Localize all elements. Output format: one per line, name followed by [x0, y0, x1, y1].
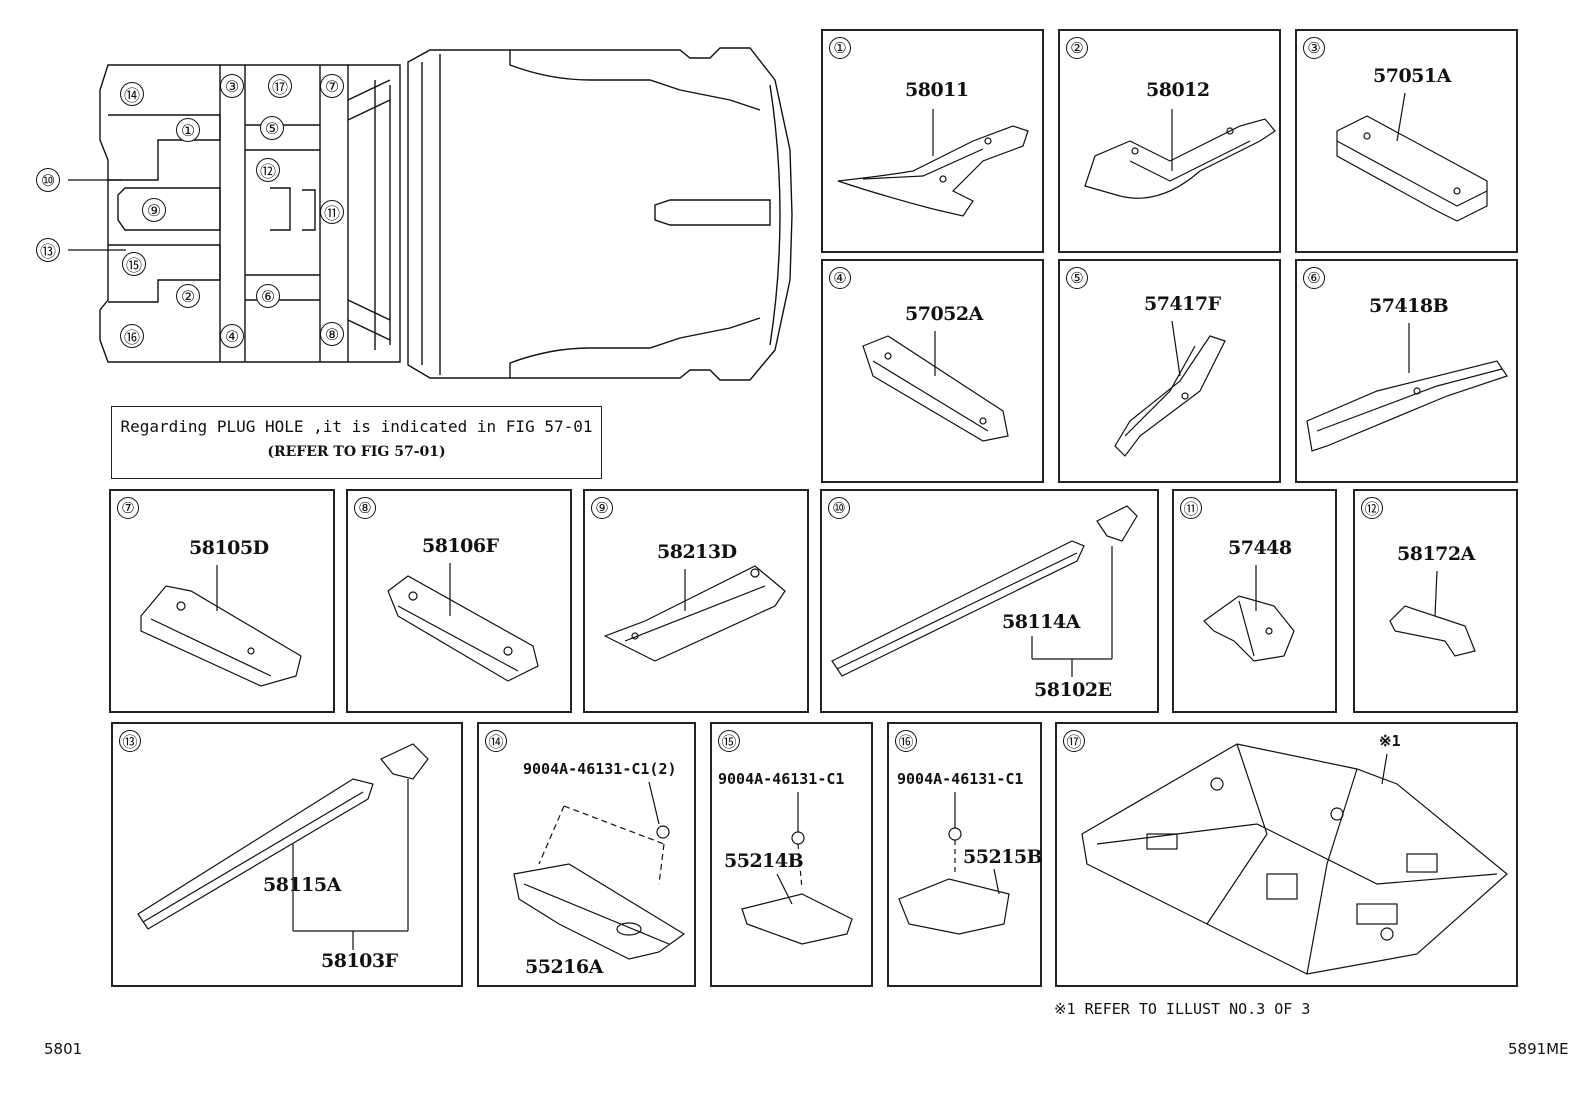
panel-3[interactable]: ③ 57051A — [1295, 29, 1518, 253]
panel-13[interactable]: ⑬ 58115A 58103F — [111, 722, 463, 987]
panel-5[interactable]: ⑤ 57417F — [1058, 259, 1281, 483]
part-number-57051A[interactable]: 57051A — [1373, 65, 1451, 87]
part-drawing — [741, 792, 853, 945]
panel-16[interactable]: ⑯ 9004A-46131-C1 55215B — [887, 722, 1043, 987]
footnote: ※1 REFER TO ILLUST NO.3 OF 3 — [1054, 1000, 1311, 1018]
part-number-57448[interactable]: 57448 — [1228, 537, 1292, 559]
part-number-58102E[interactable]: 58102E — [1034, 679, 1112, 701]
callout-2[interactable]: ② — [176, 284, 200, 308]
part-number-55214B[interactable]: 55214B — [724, 850, 804, 872]
panel-number: ③ — [1303, 37, 1325, 59]
callout-12[interactable]: ⑫ — [256, 158, 280, 182]
panel-8[interactable]: ⑧ 58106F — [346, 489, 572, 713]
callout-15[interactable]: ⑮ — [122, 252, 146, 276]
part-number-58114A[interactable]: 58114A — [1002, 611, 1080, 633]
callout-13[interactable]: ⑬ — [36, 238, 60, 262]
panel-15[interactable]: ⑮ 9004A-46131-C1 55214B — [710, 722, 873, 987]
callout-14[interactable]: ⑭ — [120, 82, 144, 106]
panel-number: ⑫ — [1361, 497, 1383, 519]
part-number-9004A-46131-C1[interactable]: 9004A-46131-C1 — [718, 770, 845, 788]
overview-diagram: ⑭ ③ ⑰ ⑦ ① ⑤ ⑩ ⑫ ⑨ ⑪ ⑬ ⑮ ② ⑥ ⑯ ④ ⑧ — [30, 40, 810, 390]
panel-17[interactable]: ⑰ ※1 — [1055, 722, 1518, 987]
note-line-2[interactable]: (REFER TO FIG 57-01) — [267, 444, 446, 460]
part-drawing — [1389, 570, 1476, 657]
panel-number: ⑰ — [1063, 730, 1085, 752]
part-drawing — [831, 505, 1138, 677]
callout-9[interactable]: ⑨ — [142, 198, 166, 222]
callout-1[interactable]: ① — [176, 118, 200, 142]
panel-number: ⑭ — [485, 730, 507, 752]
callout-4[interactable]: ④ — [220, 324, 244, 348]
page-code-right: 5891ME — [1508, 1040, 1569, 1058]
panel-number: ⑧ — [354, 497, 376, 519]
page-code-left: 5801 — [44, 1040, 83, 1058]
panel-number: ⑦ — [117, 497, 139, 519]
part-number-55215B[interactable]: 55215B — [963, 846, 1043, 868]
overview-drawing — [68, 47, 793, 381]
panel-number: ⑥ — [1303, 267, 1325, 289]
part-drawing — [603, 565, 786, 662]
panel-number: ⑬ — [119, 730, 141, 752]
panel-10[interactable]: ⑩ 58114A 58102E — [820, 489, 1159, 713]
part-number-58106F[interactable]: 58106F — [422, 535, 499, 557]
part-drawing — [1336, 92, 1488, 222]
callout-16[interactable]: ⑯ — [120, 324, 144, 348]
part-number-58012[interactable]: 58012 — [1146, 79, 1210, 101]
callout-11[interactable]: ⑪ — [320, 200, 344, 224]
part-number-58172A[interactable]: 58172A — [1397, 543, 1475, 565]
part-number-55216A[interactable]: 55216A — [525, 956, 603, 978]
panel-4[interactable]: ④ 57052A — [821, 259, 1044, 483]
part-number-57052A[interactable]: 57052A — [905, 303, 983, 325]
part-drawing — [513, 781, 686, 960]
part-drawing — [837, 109, 1029, 217]
plug-hole-note: Regarding PLUG HOLE ,it is indicated in … — [111, 406, 602, 479]
panel-7[interactable]: ⑦ 58105D — [109, 489, 335, 713]
panel-11[interactable]: ⑪ 57448 — [1172, 489, 1337, 713]
part-number-57417F[interactable]: 57417F — [1144, 293, 1221, 315]
part-drawing — [898, 792, 1010, 935]
panel-12[interactable]: ⑫ 58172A — [1353, 489, 1518, 713]
part-number-58105D[interactable]: 58105D — [189, 537, 269, 559]
panel-number: ⑪ — [1180, 497, 1202, 519]
callout-17[interactable]: ⑰ — [268, 74, 292, 98]
part-drawing — [387, 563, 539, 682]
panel-number: ⑮ — [718, 730, 740, 752]
panel-9[interactable]: ⑨ 58213D — [583, 489, 809, 713]
panel-number: ⑨ — [591, 497, 613, 519]
panel-6[interactable]: ⑥ 57418B — [1295, 259, 1518, 483]
panel-number: ⑤ — [1066, 267, 1088, 289]
part-drawing — [862, 331, 1009, 442]
part-number-58011[interactable]: 58011 — [905, 79, 969, 101]
note-line-1: Regarding PLUG HOLE ,it is indicated in … — [120, 417, 593, 436]
callout-8[interactable]: ⑧ — [320, 322, 344, 346]
part-number-57418B[interactable]: 57418B — [1369, 295, 1449, 317]
part-drawing — [1203, 565, 1295, 662]
callout-7[interactable]: ⑦ — [320, 74, 344, 98]
part-drawing — [1114, 320, 1226, 457]
part-number-58115A[interactable]: 58115A — [263, 874, 341, 896]
part-drawing — [137, 743, 429, 950]
part-drawing — [1081, 743, 1508, 975]
callout-6[interactable]: ⑥ — [256, 284, 280, 308]
panel-2[interactable]: ② 58012 — [1058, 29, 1281, 253]
part-number-58213D[interactable]: 58213D — [657, 541, 737, 563]
callout-3[interactable]: ③ — [220, 74, 244, 98]
panel-number: ② — [1066, 37, 1088, 59]
panel-1[interactable]: ① 58011 — [821, 29, 1044, 253]
panel-number: ④ — [829, 267, 851, 289]
part-drawing — [1306, 323, 1508, 452]
reference-mark-1[interactable]: ※1 — [1379, 732, 1401, 750]
callout-10[interactable]: ⑩ — [36, 168, 60, 192]
panel-number: ⑯ — [895, 730, 917, 752]
panel-14[interactable]: ⑭ 9004A-46131-C1(2) 55216A — [477, 722, 696, 987]
part-drawing — [1084, 109, 1276, 199]
panel-number: ① — [829, 37, 851, 59]
part-number-9004A-46131-C1-2[interactable]: 9004A-46131-C1(2) — [523, 760, 677, 778]
callout-5[interactable]: ⑤ — [260, 116, 284, 140]
part-number-9004A-46131-C1[interactable]: 9004A-46131-C1 — [897, 770, 1024, 788]
part-number-58103F[interactable]: 58103F — [321, 950, 398, 972]
part-drawing — [140, 565, 302, 687]
panel-number: ⑩ — [828, 497, 850, 519]
